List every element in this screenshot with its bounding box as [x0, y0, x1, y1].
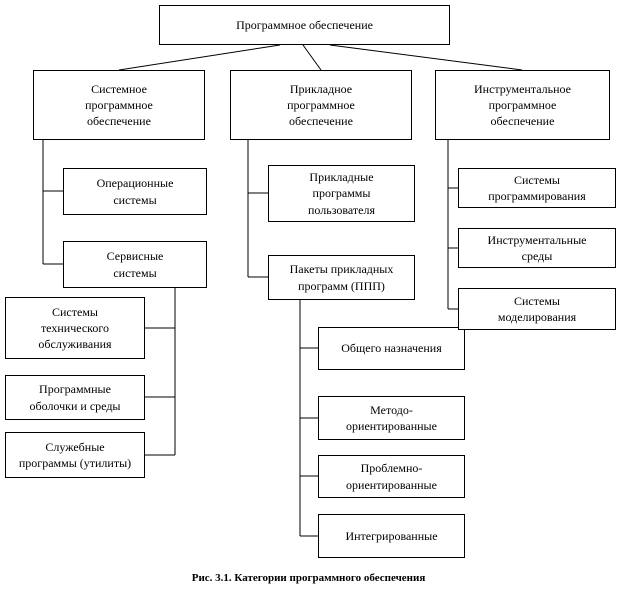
connector-line	[118, 44, 281, 71]
node-program-shells: Программные оболочки и среды	[5, 375, 145, 420]
connector-line	[329, 44, 523, 71]
node-instrumental-environments: Инструментальные среды	[458, 228, 616, 268]
node-problem-oriented: Проблемно- ориентированные	[318, 455, 465, 498]
node-programming-systems: Системы программирования	[458, 168, 616, 208]
node-service-systems: Сервисные системы	[63, 241, 207, 288]
node-integrated: Интегрированные	[318, 514, 465, 558]
node-user-programs: Прикладные программы пользователя	[268, 165, 415, 222]
node-instrumental-software: Инструментальное программное обеспечение	[435, 70, 610, 140]
node-applied-software: Прикладное программное обеспечение	[230, 70, 412, 140]
node-operating-systems: Операционные системы	[63, 168, 207, 215]
node-modeling-systems: Системы моделирования	[458, 288, 616, 330]
figure-caption: Рис. 3.1. Категории программного обеспеч…	[191, 572, 426, 584]
node-method-oriented: Методо- ориентированные	[318, 396, 465, 440]
node-system-software: Системное программное обеспечение	[33, 70, 205, 140]
connector-line	[302, 44, 322, 71]
node-general-purpose: Общего назначения	[318, 327, 465, 370]
node-software-root: Программное обеспечение	[159, 5, 450, 45]
node-technical-service-systems: Системы технического обслуживания	[5, 297, 145, 359]
node-ppp: Пакеты прикладных программ (ППП)	[268, 255, 415, 300]
node-utilities: Служебные программы (утилиты)	[5, 432, 145, 478]
